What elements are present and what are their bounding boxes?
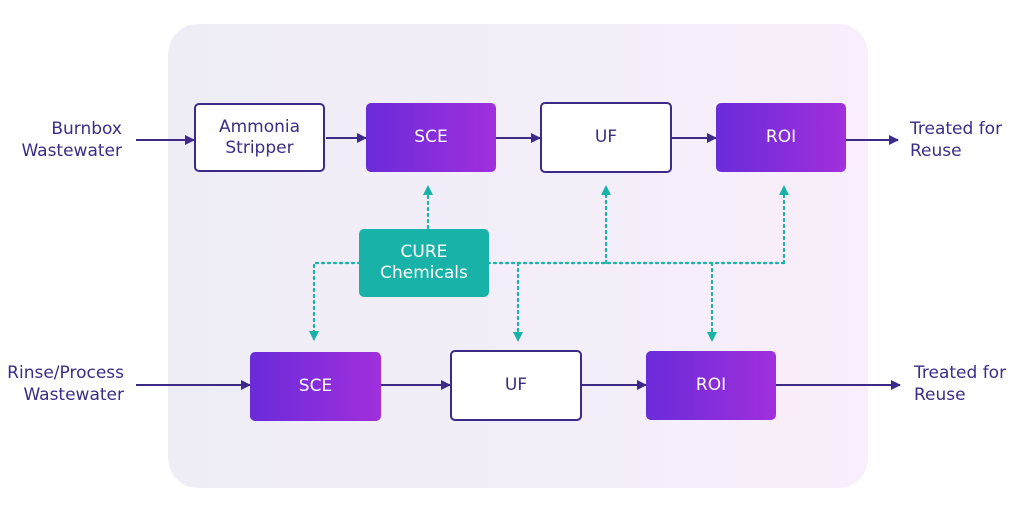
- box-ammonia-stripper: Ammonia Stripper: [194, 103, 325, 172]
- output-bottom-line1: Treated for: [914, 363, 1007, 383]
- output-bottom-line2: Reuse: [914, 385, 966, 405]
- chemicals-line1: CURE: [400, 242, 448, 262]
- ammonia-line1: Ammonia: [218, 116, 301, 137]
- input-rinse-line1: Rinse/Process: [7, 363, 124, 383]
- box-roi-bottom: ROI: [646, 351, 776, 420]
- output-top-line2: Reuse: [910, 141, 962, 161]
- input-burnbox-line1: Burnbox: [51, 119, 122, 139]
- output-top-treated: Treated for Reuse: [910, 118, 1020, 162]
- uf-top-label: UF: [594, 127, 618, 147]
- output-bottom-treated: Treated for Reuse: [914, 362, 1020, 406]
- output-top-line1: Treated for: [910, 119, 1003, 139]
- chemicals-line2: Chemicals: [380, 263, 468, 283]
- sce-bottom-label: SCE: [298, 376, 333, 396]
- roi-bottom-label: ROI: [695, 375, 727, 395]
- box-uf-top: UF: [540, 102, 672, 173]
- ammonia-line2: Stripper: [225, 137, 294, 158]
- roi-top-label: ROI: [765, 127, 797, 147]
- input-rinse-line2: Wastewater: [23, 385, 124, 405]
- box-roi-top: ROI: [716, 103, 846, 172]
- uf-bottom-label: UF: [504, 375, 528, 395]
- box-sce-top: SCE: [366, 103, 496, 172]
- input-burnbox-line2: Wastewater: [21, 141, 122, 161]
- sce-top-label: SCE: [414, 127, 448, 147]
- box-cure-chemicals: CURE Chemicals: [359, 229, 489, 297]
- box-sce-bottom: SCE: [250, 352, 381, 421]
- box-uf-bottom: UF: [450, 350, 582, 421]
- feed-to-bottom-sce: [309, 261, 362, 342]
- input-rinse-wastewater: Rinse/Process Wastewater: [4, 362, 124, 406]
- input-burnbox-wastewater: Burnbox Wastewater: [20, 118, 122, 162]
